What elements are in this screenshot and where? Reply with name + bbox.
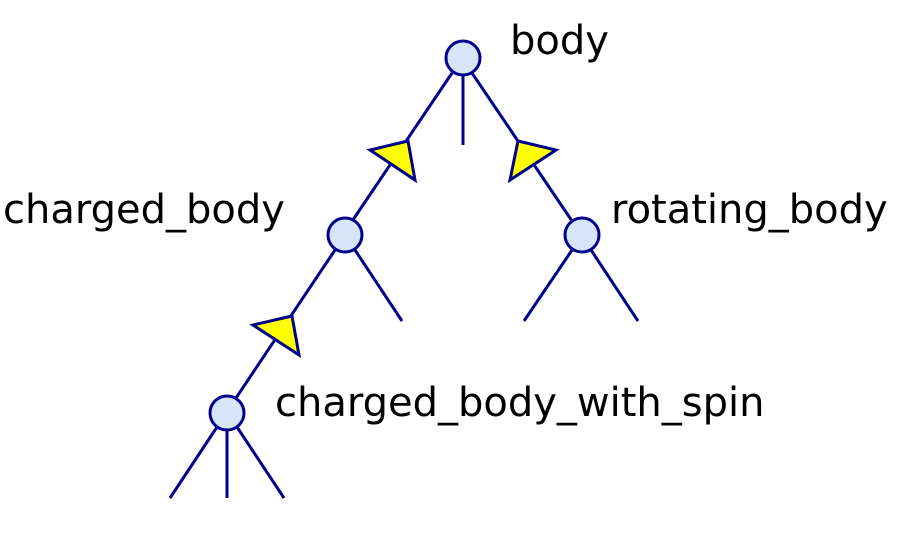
node-rotating-body[interactable] bbox=[563, 216, 601, 254]
node-charged-body-with-spin[interactable] bbox=[208, 394, 246, 432]
rotating-body-stub-right bbox=[589, 249, 640, 322]
node-charged-body[interactable] bbox=[326, 216, 364, 254]
inheritance-arrow-rotating-body bbox=[507, 139, 560, 184]
label-rotating-body: rotating_body bbox=[611, 187, 888, 233]
cbws-stub-right bbox=[235, 426, 286, 499]
label-charged-body-with-spin: charged_body_with_spin bbox=[275, 380, 764, 426]
inheritance-arrow-charged-body bbox=[366, 139, 418, 184]
rotating-body-stub-left bbox=[522, 249, 574, 322]
label-body: body bbox=[510, 18, 609, 64]
inheritance-arrow-charged-body-with-spin bbox=[249, 314, 302, 359]
node-body[interactable] bbox=[444, 39, 482, 77]
charged-body-stub-right bbox=[353, 249, 404, 322]
label-charged-body: charged_body bbox=[3, 187, 285, 233]
cbws-stub-left bbox=[168, 426, 219, 499]
